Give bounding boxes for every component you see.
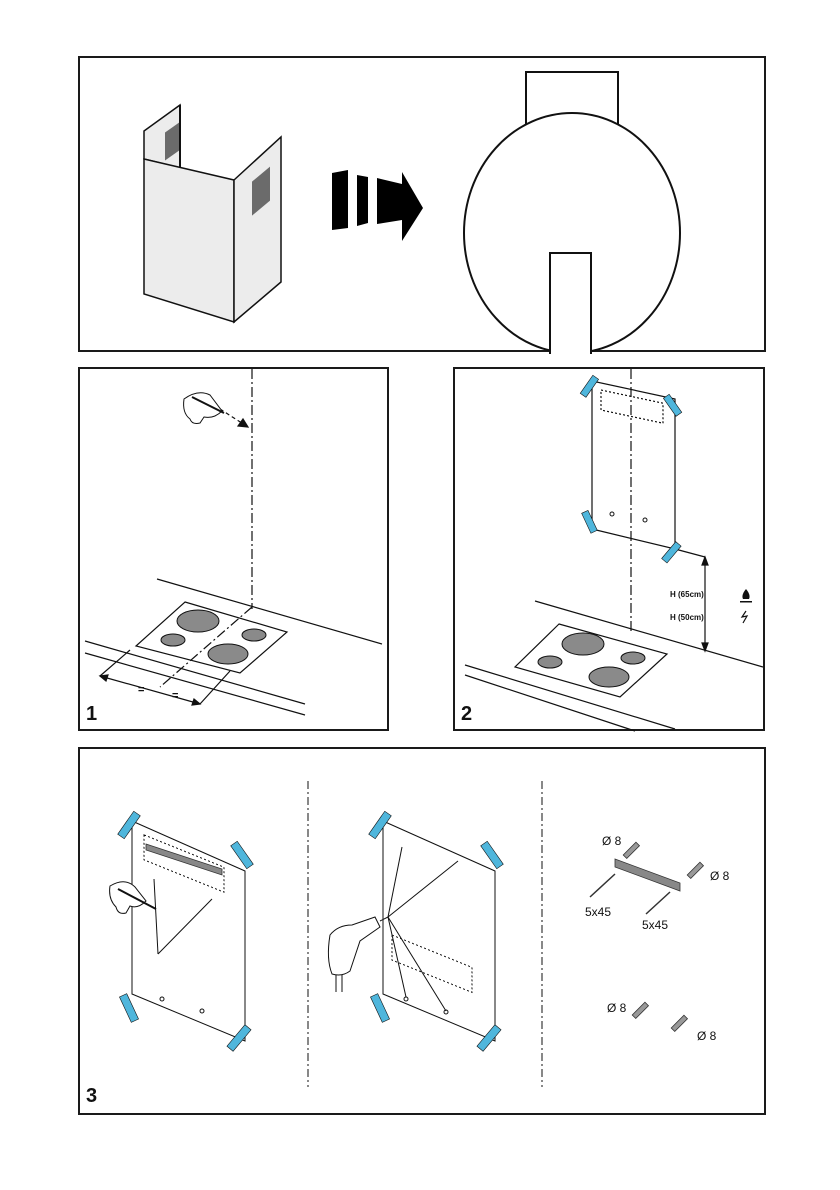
mounting-rail-icon bbox=[145, 843, 681, 892]
burner-icon bbox=[537, 632, 646, 688]
intro-illustration bbox=[143, 71, 681, 354]
dimension-mark: = bbox=[172, 690, 178, 702]
hand-with-pencil-icon bbox=[183, 392, 225, 424]
step-1-panel: = = 1 bbox=[78, 367, 389, 731]
anchor-label: Ø 8 bbox=[602, 834, 622, 848]
forward-arrow-icon bbox=[332, 170, 423, 241]
lightning-icon bbox=[740, 610, 749, 624]
step-1-illustration: = = bbox=[84, 369, 383, 716]
step-number: 1 bbox=[86, 703, 98, 725]
height-electric-label: H (50cm) bbox=[670, 613, 704, 622]
screw-icon bbox=[589, 873, 671, 915]
tape-icon bbox=[579, 374, 683, 564]
step-3-illustration: Ø 8 Ø 8 Ø 8 Ø 8 5x45 5x45 bbox=[109, 781, 730, 1087]
anchor-label: Ø 8 bbox=[710, 869, 730, 883]
screw-label: 5x45 bbox=[585, 905, 611, 919]
chimney-cover-icon bbox=[143, 103, 282, 324]
hand-with-pencil-icon bbox=[109, 881, 157, 914]
anchor-label: Ø 8 bbox=[607, 1001, 627, 1015]
gas-flame-icon bbox=[740, 589, 752, 603]
burner-icon bbox=[160, 609, 267, 665]
height-gas-label: H (65cm) bbox=[670, 590, 704, 599]
round-hood-icon bbox=[463, 71, 681, 354]
screw-label: 5x45 bbox=[642, 918, 668, 932]
drill-icon bbox=[327, 916, 389, 992]
step-2-illustration: H (65cm) H (50cm) bbox=[464, 369, 764, 732]
step-number: 3 bbox=[86, 1085, 98, 1107]
tape-icon bbox=[117, 810, 504, 1052]
intro-panel bbox=[78, 56, 766, 354]
anchor-label: Ø 8 bbox=[697, 1029, 717, 1043]
step-2-panel: H (65cm) H (50cm) 2 bbox=[453, 367, 765, 732]
step-number: 2 bbox=[461, 703, 473, 725]
step-3-panel: Ø 8 Ø 8 Ø 8 Ø 8 5x45 5x45 3 bbox=[78, 747, 766, 1115]
wall-anchor-icon bbox=[622, 841, 705, 1033]
dimension-mark: = bbox=[138, 684, 144, 696]
